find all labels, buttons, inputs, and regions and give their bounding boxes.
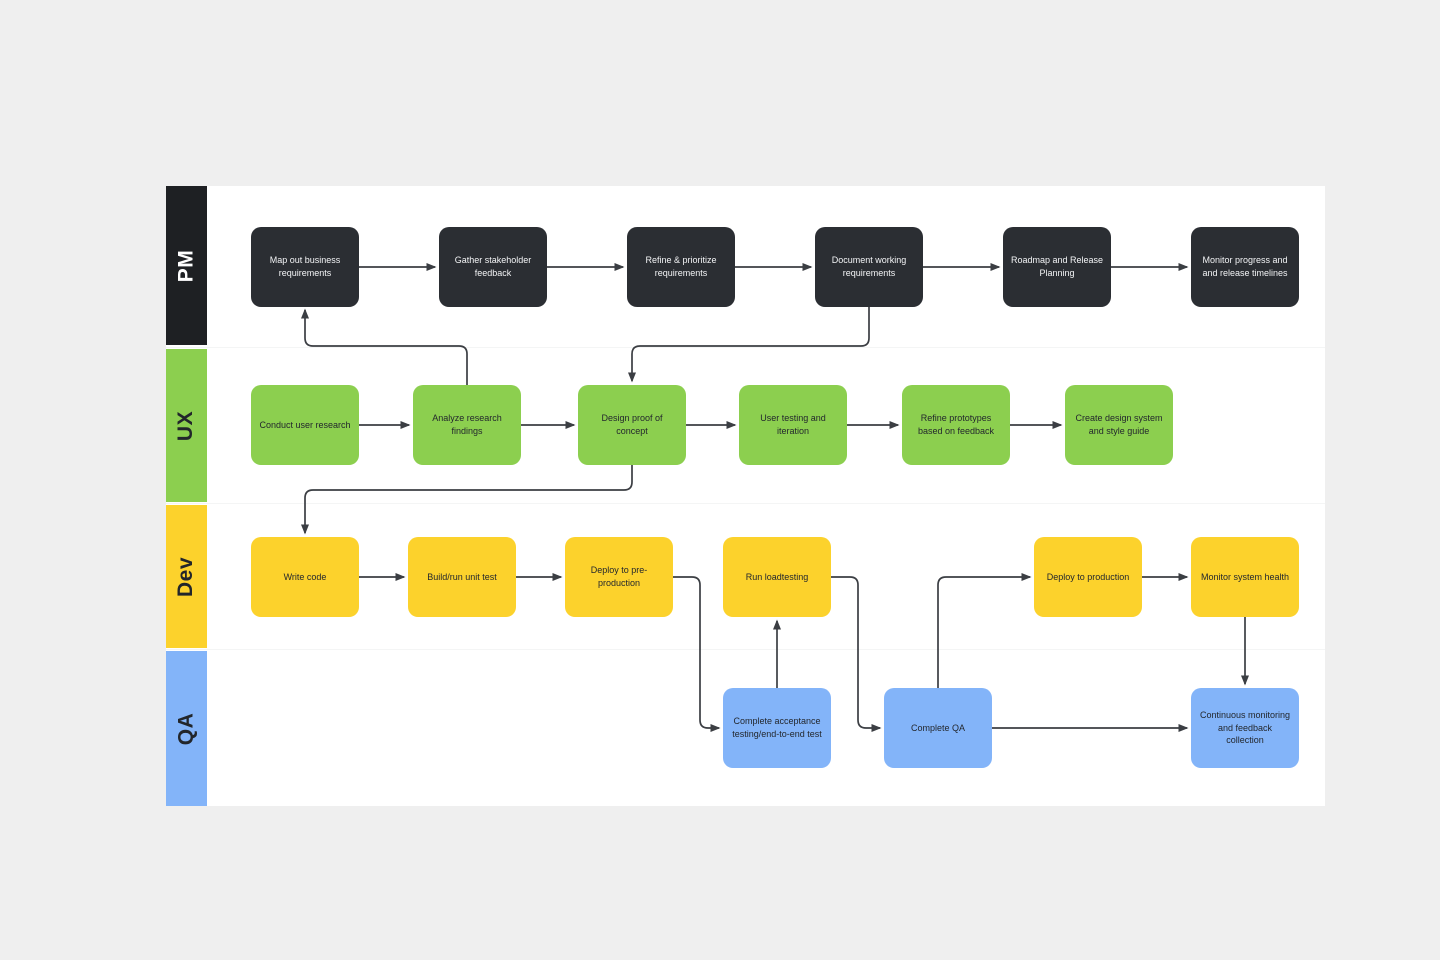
node-label: Design proof of concept <box>601 413 663 436</box>
node-conduct-user-research[interactable]: Conduct user research <box>251 385 359 465</box>
lane-header-pm[interactable]: PM <box>166 186 207 345</box>
node-label: Conduct user research <box>259 419 351 430</box>
node-label: Complete acceptance testing/end-to-end t… <box>732 716 822 739</box>
node-deploy-to-pre-production[interactable]: Deploy to pre-production <box>565 537 673 617</box>
node-user-testing-and-iteration[interactable]: User testing and iteration <box>739 385 847 465</box>
node-label: Deploy to pre-production <box>590 565 648 588</box>
lane-header-ux[interactable]: UX <box>166 349 207 502</box>
node-gather-stakeholder-feedback[interactable]: Gather stakeholder feedback <box>439 227 547 307</box>
node-map-out-business-requirements[interactable]: Map out business requirements <box>251 227 359 307</box>
node-monitor-progress-release-timelines[interactable]: Monitor progress and and release timelin… <box>1191 227 1299 307</box>
node-roadmap-release-planning[interactable]: Roadmap and Release Planning <box>1003 227 1111 307</box>
node-monitor-system-health[interactable]: Monitor system health <box>1191 537 1299 617</box>
node-label: Map out business requirements <box>269 255 341 278</box>
node-build-run-unit-test[interactable]: Build/run unit test <box>408 537 516 617</box>
node-deploy-to-production[interactable]: Deploy to production <box>1034 537 1142 617</box>
node-label: User testing and iteration <box>760 413 826 436</box>
lane-divider <box>166 347 1325 348</box>
node-label: Create design system and style guide <box>1075 413 1163 436</box>
node-complete-acceptance-testing[interactable]: Complete acceptance testing/end-to-end t… <box>723 688 831 768</box>
node-label: Refine prototypes based on feedback <box>917 413 995 436</box>
node-label: Document working requirements <box>831 255 907 278</box>
node-analyze-research-findings[interactable]: Analyze research findings <box>413 385 521 465</box>
node-continuous-monitoring-feedback-collection[interactable]: Continuous monitoring and feedback colle… <box>1191 688 1299 768</box>
node-label: Roadmap and Release Planning <box>1010 255 1104 278</box>
node-label: Deploy to production <box>1046 571 1130 582</box>
node-label: Continuous monitoring and feedback colle… <box>1199 710 1291 746</box>
node-label: Build/run unit test <box>427 571 497 582</box>
swimlane-diagram-canvas[interactable]: PM UX Dev QA <box>166 186 1325 806</box>
node-complete-qa[interactable]: Complete QA <box>884 688 992 768</box>
node-label: Run loadtesting <box>745 571 809 582</box>
node-document-working-requirements[interactable]: Document working requirements <box>815 227 923 307</box>
connectors-layer <box>301 263 1249 732</box>
node-design-proof-of-concept[interactable]: Design proof of concept <box>578 385 686 465</box>
lane-divider <box>166 503 1325 504</box>
node-label: Refine & prioritize requirements <box>645 255 717 278</box>
node-create-design-system-style-guide[interactable]: Create design system and style guide <box>1065 385 1173 465</box>
lane-header-dev[interactable]: Dev <box>166 505 207 648</box>
lane-divider <box>166 649 1325 650</box>
node-write-code[interactable]: Write code <box>251 537 359 617</box>
node-label: Write code <box>283 571 327 582</box>
lane-header-qa[interactable]: QA <box>166 651 207 806</box>
node-label: Analyze research findings <box>432 413 502 436</box>
node-label: Complete QA <box>910 722 966 733</box>
node-label: Gather stakeholder feedback <box>454 255 532 278</box>
node-label: Monitor system health <box>1200 571 1290 582</box>
node-run-loadtesting[interactable]: Run loadtesting <box>723 537 831 617</box>
node-label: Monitor progress and and release timelin… <box>1202 255 1288 278</box>
node-refine-prototypes-based-on-feedback[interactable]: Refine prototypes based on feedback <box>902 385 1010 465</box>
node-refine-prioritize-requirements[interactable]: Refine & prioritize requirements <box>627 227 735 307</box>
